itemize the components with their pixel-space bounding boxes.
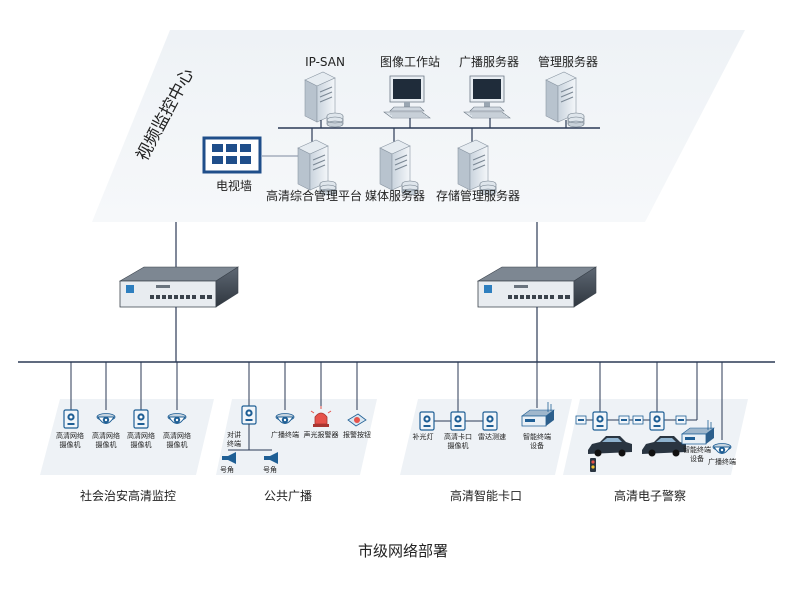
zone2-horn2-label: 号角 bbox=[263, 465, 277, 474]
zone3-device3-label: 雷达测速 bbox=[478, 432, 506, 441]
hd-box-camera-icon bbox=[63, 409, 79, 429]
radar-speed-icon bbox=[482, 411, 498, 431]
zone3-device1-label: 补光灯 bbox=[413, 432, 434, 441]
zone3-device4-label-l1: 智能终端 bbox=[523, 432, 551, 441]
zone1-device1-label-l1: 高清网络 bbox=[56, 431, 84, 440]
zone2-horn1-label: 号角 bbox=[220, 465, 234, 474]
management-server-label: 管理服务器 bbox=[538, 54, 598, 69]
zone1-device4-label-l2: 摄像机 bbox=[167, 440, 188, 449]
zone1-device2-label-l1: 高清网络 bbox=[92, 431, 120, 440]
zone3-device2-label-l2: 摄像机 bbox=[448, 441, 469, 450]
right-core-switch-icon bbox=[477, 266, 597, 308]
zone1-device4-label-l1: 高清网络 bbox=[163, 431, 191, 440]
ip-san-label: IP-SAN bbox=[305, 55, 345, 69]
hd-box-camera-icon bbox=[133, 409, 149, 429]
e-police-camera-icon bbox=[649, 411, 665, 431]
zone-name-e-police: 高清电子警察 bbox=[614, 488, 686, 503]
zone3-device2-label-l1: 高清卡口 bbox=[444, 432, 472, 441]
traffic-light-icon bbox=[590, 458, 596, 472]
zone1-device1-label-l2: 摄像机 bbox=[60, 440, 81, 449]
zone4-device1-label-l2: 设备 bbox=[690, 454, 704, 463]
zone1-device3-label-l2: 摄像机 bbox=[131, 440, 152, 449]
hd-platform-label: 高清综合管理平台 bbox=[266, 188, 362, 203]
intercom-terminal-icon bbox=[241, 405, 257, 425]
zone3-device4-label-l2: 设备 bbox=[530, 441, 544, 450]
zone2-device3-label: 声光报警器 bbox=[304, 430, 339, 439]
zone4-device2-label: 广播终端 bbox=[708, 457, 736, 466]
storage-server-label: 存储管理服务器 bbox=[436, 188, 520, 203]
zone2-device1-label-l2: 终端 bbox=[227, 439, 241, 448]
broadcast-server-label: 广播服务器 bbox=[459, 54, 519, 69]
control-center-platform bbox=[92, 30, 745, 222]
zone-name-public-security: 社会治安高清监控 bbox=[80, 488, 176, 503]
flash-lamp-icon bbox=[618, 415, 630, 425]
media-server-label: 媒体服务器 bbox=[365, 188, 425, 203]
hd-checkpoint-camera-icon bbox=[450, 411, 466, 431]
zone1-device2-label-l2: 摄像机 bbox=[96, 440, 117, 449]
zone-platform-e-police bbox=[563, 399, 748, 475]
zone2-device2-label: 广播终端 bbox=[271, 430, 299, 439]
diagram-caption: 市级网络部署 bbox=[358, 542, 448, 560]
flash-lamp-icon bbox=[632, 415, 644, 425]
fill-light-icon bbox=[419, 411, 435, 431]
zone-name-public-broadcast: 公共广播 bbox=[264, 489, 312, 503]
e-police-camera-icon bbox=[592, 411, 608, 431]
video-wall-label: 电视墙 bbox=[216, 178, 252, 193]
zone1-device3-label-l1: 高清网络 bbox=[127, 431, 155, 440]
zone4-device1-label-l1: 智能终端 bbox=[683, 445, 711, 454]
flash-lamp-icon bbox=[675, 415, 687, 425]
left-core-switch-icon bbox=[119, 266, 239, 308]
image-workstation-label: 图像工作站 bbox=[380, 55, 440, 69]
flash-lamp-icon bbox=[575, 415, 587, 425]
video-wall-icon bbox=[202, 136, 262, 174]
zone2-device4-label: 报警按钮 bbox=[343, 430, 371, 439]
zone2-device1-label-l1: 对讲 bbox=[227, 430, 241, 439]
zone-name-smart-checkpoint: 高清智能卡口 bbox=[450, 488, 522, 503]
